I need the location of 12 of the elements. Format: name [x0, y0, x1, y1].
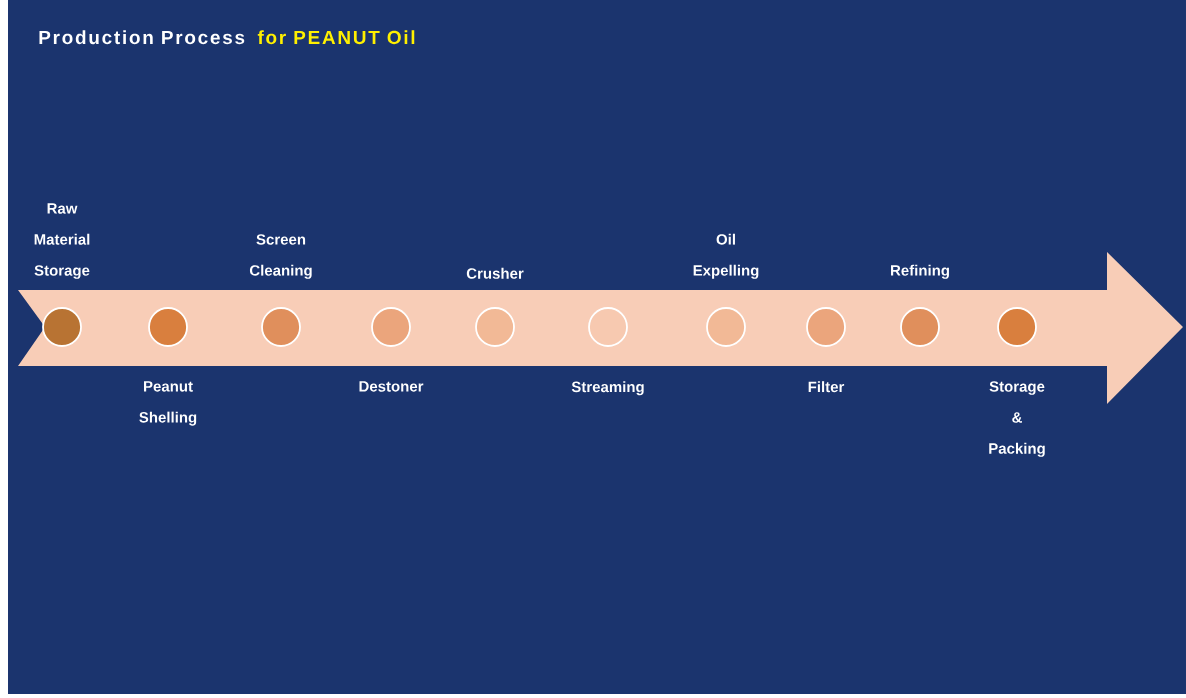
step-label: Peanut Shelling	[139, 381, 197, 426]
step-label: Screen Cleaning	[249, 234, 312, 279]
step-label: Raw Material Storage	[34, 203, 90, 279]
step-label: Storage & Packing	[989, 381, 1045, 457]
step-label: Refining	[891, 264, 949, 279]
step-label: Filter	[808, 381, 845, 393]
title-highlight: for PEANUT Oil	[257, 30, 415, 45]
step-label: Oil Expelling	[693, 233, 759, 279]
step-label: Crusher	[466, 267, 524, 279]
title: Production Process	[39, 30, 245, 45]
step-label: Streaming	[571, 381, 644, 396]
step-label: Destoner	[359, 381, 424, 392]
